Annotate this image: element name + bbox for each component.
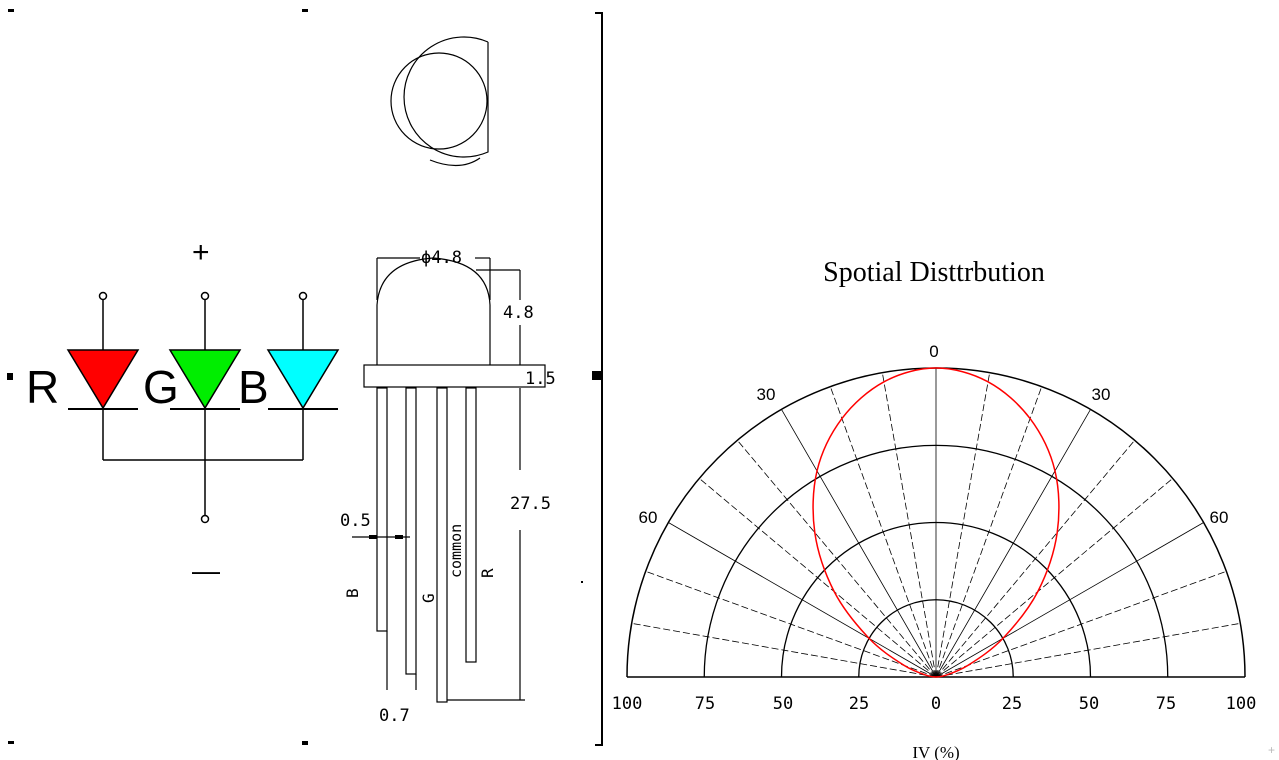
polar-spoke — [645, 570, 937, 678]
x-tick-label: 75 — [1156, 694, 1176, 714]
polar-spoke — [935, 570, 1227, 678]
dimension-arrows — [369, 535, 403, 539]
x-tick-label: 50 — [773, 694, 793, 714]
led-g-label: G — [143, 361, 179, 413]
x-tick-label: 100 — [612, 694, 643, 714]
polar-spoke — [699, 478, 937, 678]
frame-marks — [7, 9, 601, 745]
pin-label-r: R — [478, 568, 497, 578]
pin-label-common: common — [447, 524, 465, 578]
pin-label-b: B — [343, 588, 362, 598]
pin-label-g: G — [419, 593, 438, 603]
angle-label-right-60: 60 — [1210, 508, 1229, 527]
polar-spoke — [829, 386, 937, 678]
polar-spoke — [668, 522, 937, 678]
polar-spokes — [631, 368, 1241, 678]
angle-label-right-30: 30 — [1092, 385, 1111, 404]
x-tick-label: 25 — [1002, 694, 1022, 714]
polar-spoke — [935, 409, 1091, 678]
angle-label-0: 0 — [929, 342, 938, 361]
angle-label-left-30: 30 — [757, 385, 776, 404]
led-r-terminal — [98, 291, 108, 301]
polar-spoke — [935, 372, 991, 678]
dome-height-label: 4.8 — [503, 303, 534, 323]
corner-mark: + — [1268, 743, 1275, 757]
led-b-label: B — [238, 361, 269, 413]
x-tick-label: 25 — [849, 694, 869, 714]
polar-spoke — [881, 372, 937, 678]
polar-spoke — [781, 409, 937, 678]
plus-label: + — [192, 236, 210, 269]
led-r-label: R — [26, 361, 59, 413]
led-green — [168, 349, 242, 410]
flange-label: 1.5 — [525, 369, 556, 389]
frame-bracket — [595, 12, 603, 746]
led-top-view — [390, 36, 489, 167]
x-tick-label: 50 — [1079, 694, 1099, 714]
cathode-terminal — [200, 514, 210, 524]
diameter-label: ϕ4.8 — [421, 248, 462, 268]
polar-spoke — [737, 440, 937, 678]
common-anode-terminal — [200, 291, 210, 301]
x-tick-labels: 100 75 50 25 0 25 50 75 100 — [612, 694, 1257, 714]
chart-title: Spotial Disttrbution — [823, 257, 1045, 288]
lead-length-label: 27.5 — [510, 494, 551, 514]
polar-spoke — [935, 478, 1173, 678]
angle-label-left-60: 60 — [639, 508, 658, 527]
led-b-terminal — [298, 291, 308, 301]
x-axis-label: IV (%) — [912, 743, 959, 760]
polar-spoke — [935, 386, 1043, 678]
x-tick-label: 0 — [931, 694, 941, 714]
led-red — [66, 349, 140, 410]
x-tick-label: 100 — [1226, 694, 1257, 714]
x-tick-label: 75 — [695, 694, 715, 714]
polar-spoke — [935, 522, 1204, 678]
rgb-schematic — [102, 300, 304, 515]
lead-width-label: 0.5 — [340, 511, 371, 531]
led-side-view — [352, 257, 546, 703]
polar-spoke — [631, 622, 937, 678]
led-blue — [266, 349, 340, 410]
minus-label: — — [192, 555, 220, 586]
intensity-curve — [812, 367, 1060, 678]
polar-spoke — [935, 622, 1241, 678]
pitch-label: 0.7 — [379, 706, 410, 726]
polar-spoke — [935, 440, 1135, 678]
